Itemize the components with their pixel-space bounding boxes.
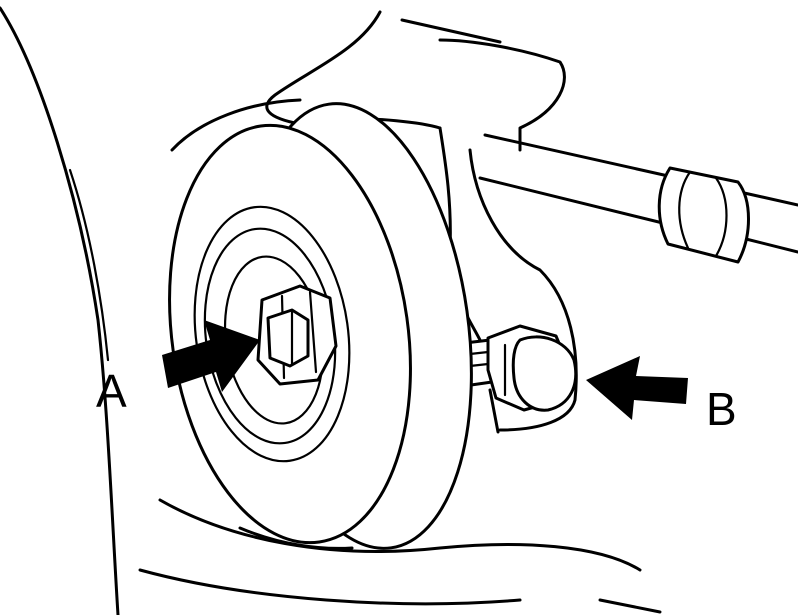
arrow-a-icon: [162, 320, 260, 392]
callout-label-b: B: [706, 383, 737, 435]
lower-outline: [138, 498, 662, 614]
engine-body-outline: [0, 6, 120, 615]
bolt-a: [256, 284, 338, 386]
bolt-b: [446, 324, 578, 434]
callout-label-a: A: [96, 365, 127, 417]
arrow-b-icon: [586, 356, 688, 420]
shaft-tube: [478, 133, 798, 264]
